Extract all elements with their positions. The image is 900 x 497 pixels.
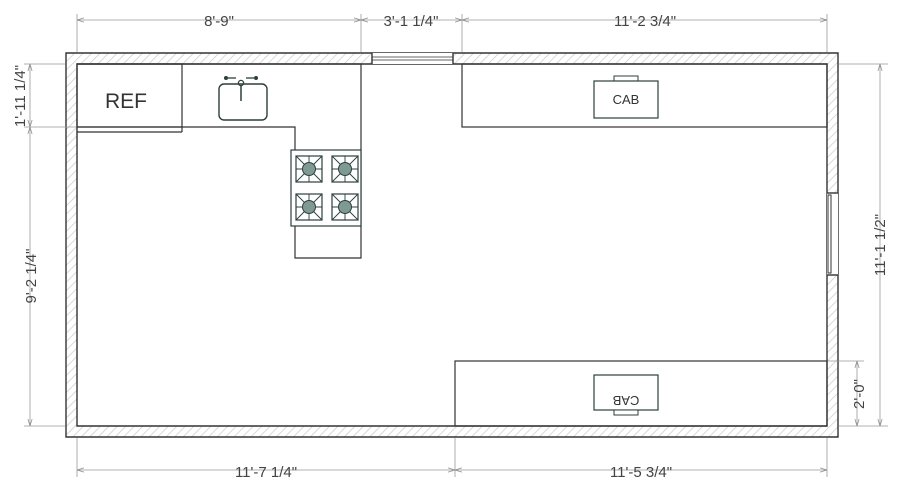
burner-icon: [295, 193, 323, 221]
cabinet-top-label: CAB: [613, 92, 640, 107]
cabinet-top: CAB: [593, 75, 659, 119]
dim-left-lower: 9'-2 1/4": [23, 249, 40, 304]
refrigerator: REF: [76, 63, 183, 133]
burner-icon: [295, 155, 323, 183]
dimension-labels: 8'-9" 3'-1 1/4" 11'-2 3/4" 11'-7 1/4" 11…: [12, 13, 889, 481]
window-opening: [371, 53, 454, 64]
dim-top-left: 8'-9": [204, 13, 234, 30]
dim-bottom-right: 11'-5 3/4": [610, 464, 672, 481]
counter-top-left: [77, 63, 362, 259]
dim-left-upper: 1'-11 1/4": [12, 65, 29, 127]
burner-icon: [331, 155, 359, 183]
refrigerator-label: REF: [105, 90, 147, 113]
sink-icon: [218, 76, 268, 121]
dim-top-middle: 3'-1 1/4": [384, 13, 439, 30]
dim-bottom-left: 11'-7 1/4": [235, 464, 297, 481]
door-right: [827, 192, 838, 276]
dim-top-right: 11'-2 3/4": [614, 13, 676, 30]
cabinet-bottom-label: CAB: [613, 393, 640, 408]
cooktop-icon: [290, 149, 362, 227]
dim-right-lower: 2'-0": [851, 379, 868, 409]
counter-top-right: [461, 63, 828, 128]
dim-right-overall: 11'-1 1/2": [872, 214, 889, 276]
cabinet-bottom: CAB: [593, 374, 659, 416]
dimension-lines: [24, 14, 888, 477]
burner-icon: [331, 193, 359, 221]
counter-bottom-right: [454, 360, 828, 427]
